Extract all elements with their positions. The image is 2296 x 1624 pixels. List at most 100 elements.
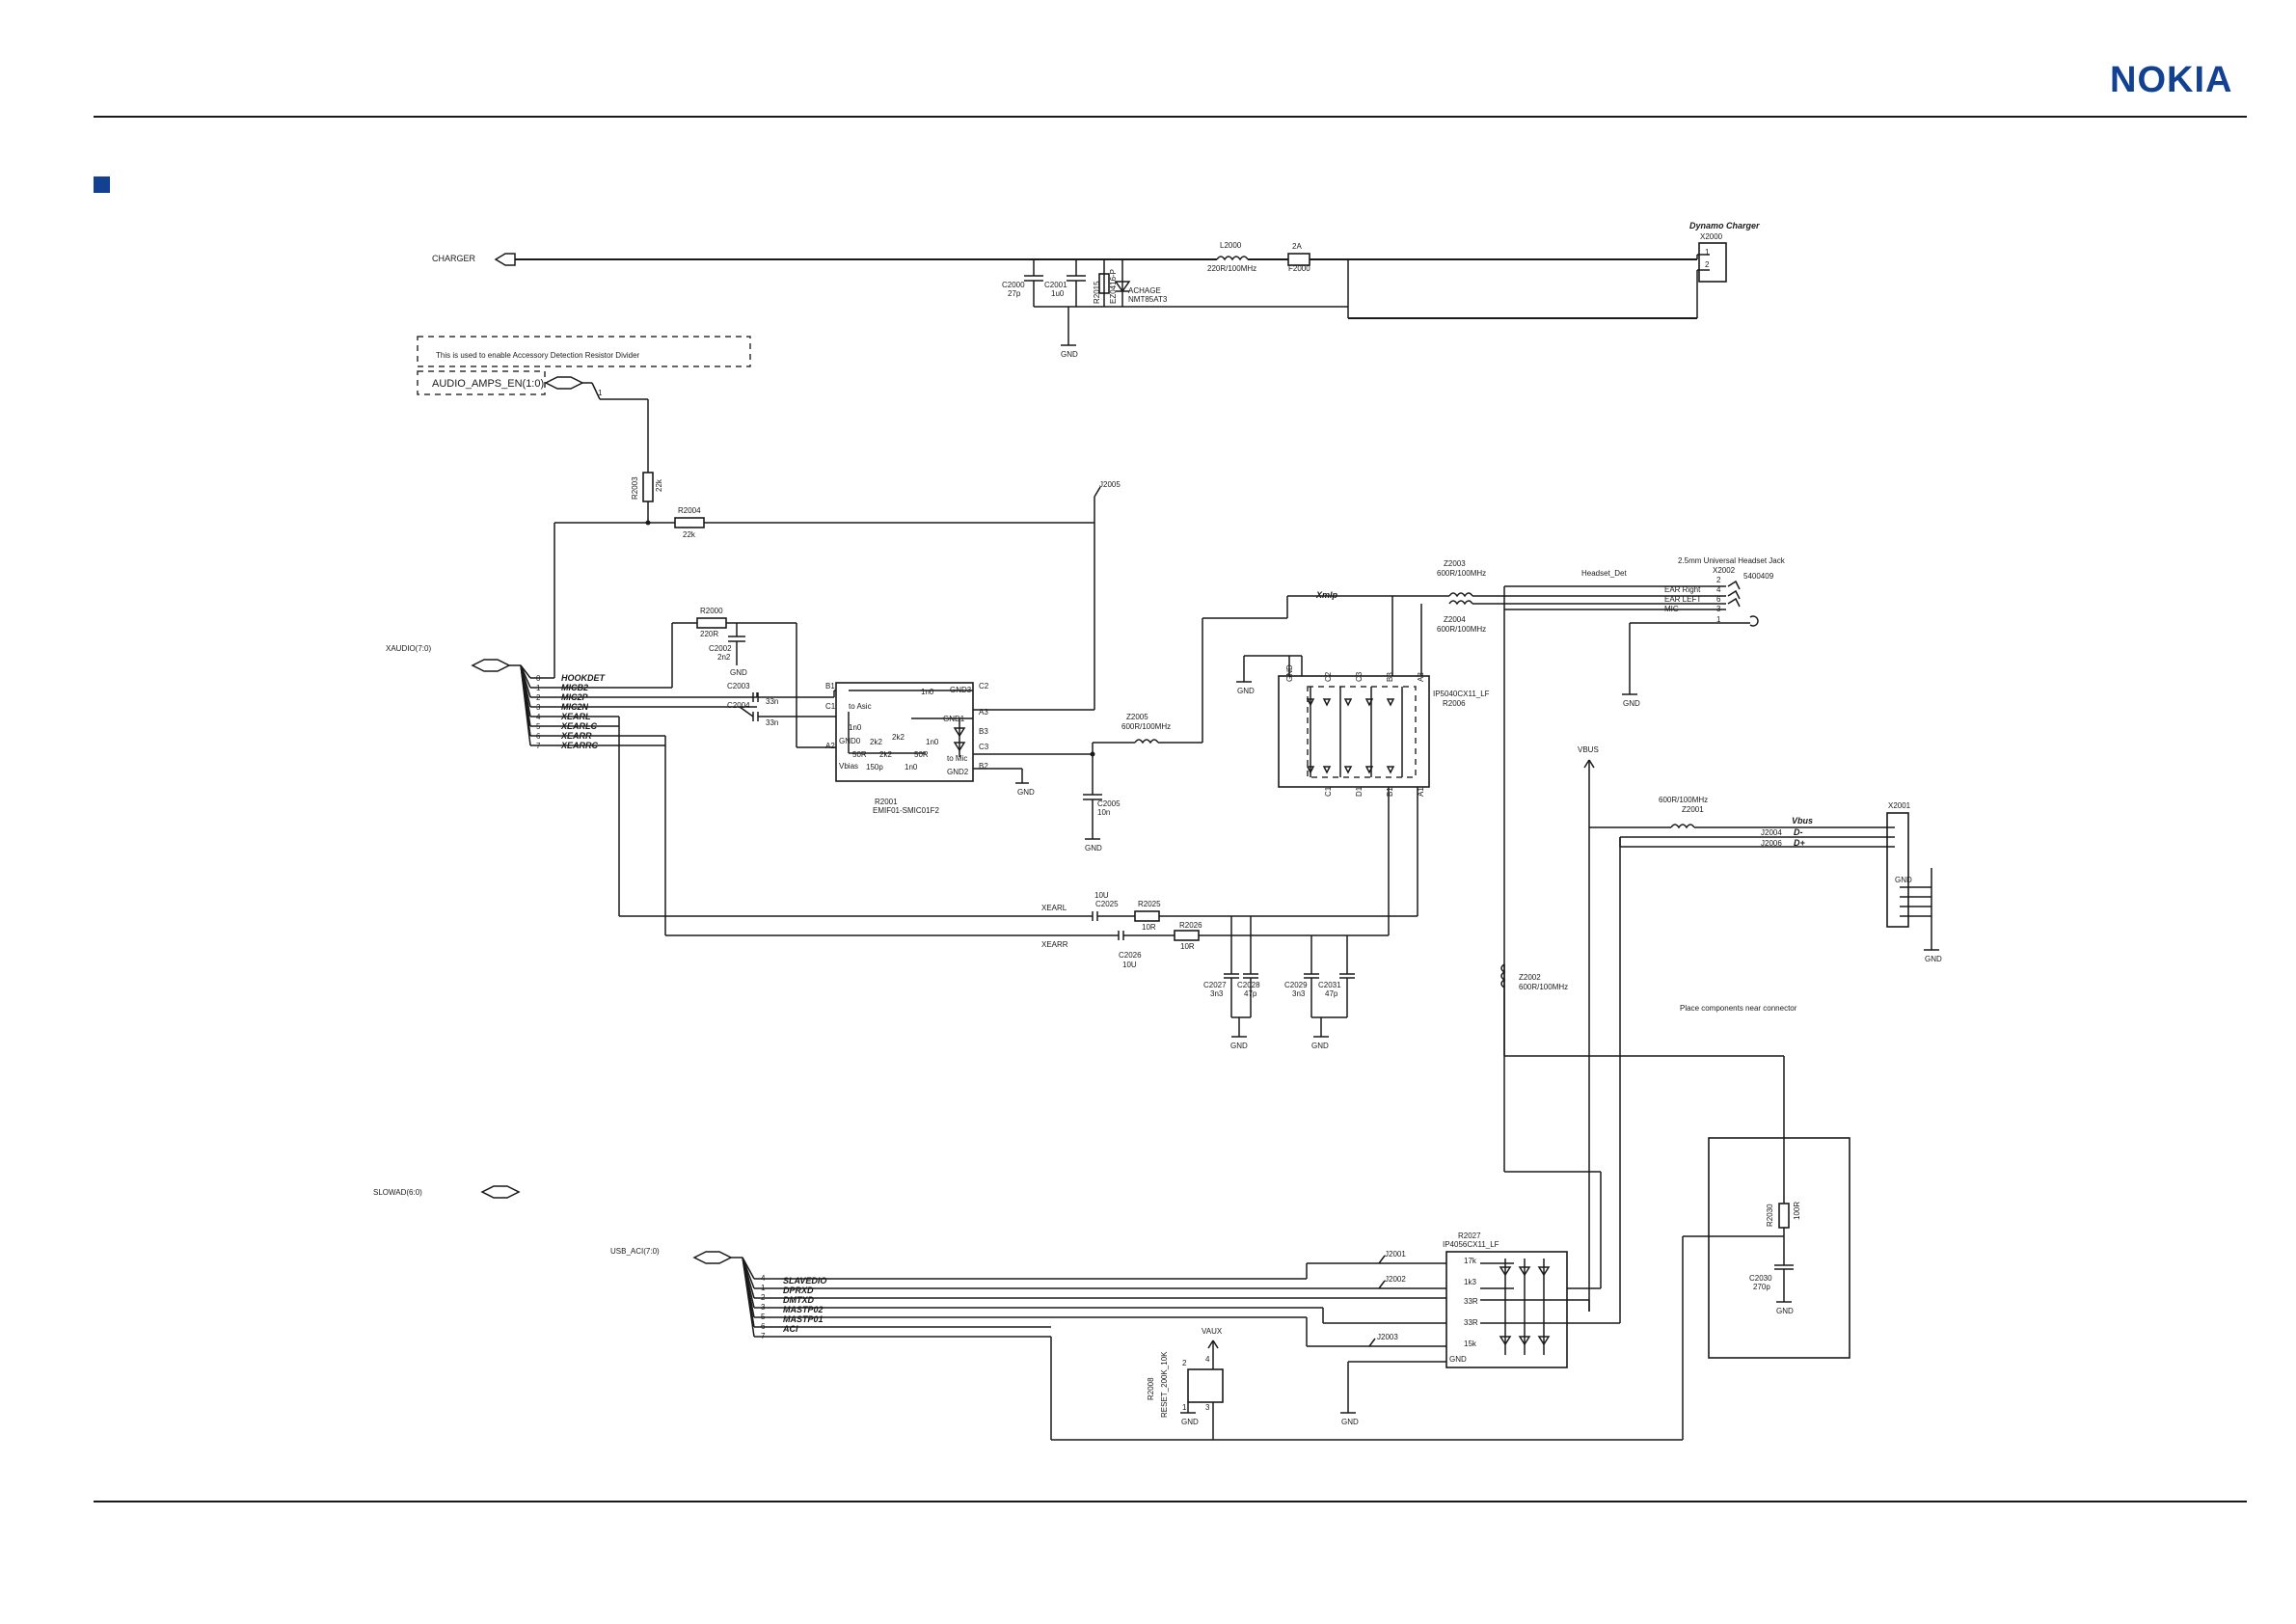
z2005-ferrite-icon — [1134, 739, 1159, 744]
c2001-val: 1u0 — [1051, 289, 1065, 298]
r2027-val: IP4056CX11_LF — [1443, 1240, 1499, 1249]
place-components-note: Place components near connector — [1680, 1004, 1797, 1013]
pin-label: C3 — [1355, 671, 1364, 682]
r2004-val: 22k — [683, 530, 696, 539]
gnd-label: GND — [1237, 687, 1255, 695]
j2001-ref: J2001 — [1385, 1250, 1406, 1259]
r2008-pin: 3 — [1205, 1403, 1210, 1412]
xaudio-port-icon — [471, 659, 511, 672]
c2003-val: 33n — [766, 697, 778, 706]
r2027-val: 17k — [1464, 1257, 1477, 1265]
x2002-pin: 4 — [1716, 585, 1721, 594]
z2002-ref: Z2002 — [1519, 973, 1541, 982]
j2005-ref: J2005 — [1099, 480, 1121, 489]
c2030-val: 270p — [1753, 1283, 1770, 1291]
r2026-resistor-icon — [1174, 930, 1200, 941]
r2000-resistor-icon — [696, 617, 727, 629]
gnd-label: GND — [1895, 876, 1912, 884]
r2015-resistor-icon — [1098, 273, 1110, 294]
esd-diode-icon — [1306, 698, 1395, 707]
pin-label: B2 — [979, 762, 988, 771]
xaudio-signal: HOOKDET — [561, 673, 607, 683]
r2015-val: EZ0416-P — [1109, 269, 1118, 304]
pin-label: A3 — [1417, 672, 1425, 682]
c2005-ref: C2005 — [1097, 799, 1121, 808]
r2000-val: 220R — [700, 630, 718, 638]
r2006-body — [1278, 675, 1430, 788]
z2002-ferrite-icon — [1500, 963, 1506, 988]
x2002-pin: 1 — [1716, 615, 1721, 624]
ear-right-label: EAR Right — [1664, 585, 1701, 594]
c2029-val: 3n3 — [1292, 989, 1306, 998]
pin-label: A3 — [979, 708, 988, 717]
vbus-label: VBUS — [1578, 745, 1599, 754]
gnd-label: GND — [1311, 1042, 1329, 1050]
j2006-ref: J2006 — [1761, 839, 1782, 848]
gnd-label: GND — [1061, 350, 1078, 359]
c2027-ref: C2027 — [1203, 981, 1227, 989]
x2002-code: 5400409 — [1743, 572, 1774, 581]
pin-label: Vbias — [839, 762, 858, 771]
l2000-inductor-icon — [1216, 256, 1249, 261]
z2001-val: 600R/100MHz — [1659, 796, 1708, 804]
usb-signal: MASTP02 — [783, 1305, 824, 1314]
usb-signal: DMTXD — [783, 1295, 814, 1305]
x2002-pin: 2 — [1716, 576, 1721, 584]
r2025-ref: R2025 — [1138, 900, 1161, 908]
r2008-ref: R2008 — [1147, 1377, 1155, 1400]
r2001-ref: R2001 — [875, 798, 898, 806]
r2008-pin: 4 — [1205, 1355, 1210, 1364]
r2008-resistor-icon — [1187, 1368, 1224, 1403]
pin-label: D1 — [1355, 786, 1364, 797]
vaux-arrow-icon — [1207, 1340, 1219, 1349]
f2000-val: 2A — [1292, 242, 1302, 251]
r2001-emif-chip: B1 C1 A2 C2 A3 B3 C3 B2 GND3 GND1 GND2 G… — [825, 682, 989, 815]
x2000-title: Dynamo Charger — [1689, 221, 1760, 230]
c2027-val: 3n3 — [1210, 989, 1224, 998]
gnd-label: GND — [1181, 1418, 1199, 1426]
v2000-val: NMT85AT3 — [1128, 295, 1168, 304]
gnd-label: GND — [1230, 1042, 1248, 1050]
usb-signal: MASTP01 — [783, 1314, 824, 1324]
r2027-val: 33R — [1464, 1297, 1478, 1306]
v2000-ref: ACHAGE — [1128, 286, 1161, 295]
note-text: This is used to enable Accessory Detecti… — [436, 351, 640, 360]
r2004-ref: R2004 — [678, 506, 701, 515]
xearr-label: XEARR — [1041, 940, 1068, 949]
headset-det-label: Headset_Det — [1581, 569, 1627, 578]
r2030-val: 100R — [1793, 1202, 1801, 1220]
r2006-val: IP5040CX11_LF — [1433, 690, 1490, 698]
esd-diode-icon — [1306, 766, 1395, 774]
c2004-ref: C2004 — [727, 701, 750, 710]
c2025-val: 10U — [1094, 891, 1109, 900]
z2001-ref: Z2001 — [1682, 805, 1704, 814]
xaudio-label: XAUDIO(7:0) — [386, 644, 431, 653]
x2000-ref: X2000 — [1700, 232, 1723, 241]
c2025-ref: C2025 — [1095, 900, 1119, 908]
jack-sleeve-icon — [1749, 615, 1759, 627]
pin-label: C3 — [979, 743, 989, 751]
r2001-val: 1n0 — [926, 738, 939, 746]
r2025-resistor-icon — [1134, 910, 1160, 922]
c2030-ref: C2030 — [1749, 1274, 1772, 1283]
r2008-pin: 1 — [1182, 1403, 1187, 1412]
usb-signal: DPRXD — [783, 1286, 814, 1295]
gnd-label: GND — [1925, 955, 1942, 963]
r2027-ref: R2027 — [1458, 1232, 1481, 1240]
c2002-ref: C2002 — [709, 644, 732, 653]
jack-contact-icon — [1727, 597, 1741, 608]
z2001-ferrite-icon — [1670, 824, 1695, 829]
r2003-resistor-icon — [642, 472, 654, 502]
pin-label: B3 — [979, 727, 988, 736]
l2000-ref: L2000 — [1220, 241, 1242, 250]
pin-label: B1 — [1386, 787, 1394, 797]
z2003-val: 600R/100MHz — [1437, 569, 1486, 578]
r2001-val: 50R — [852, 750, 867, 759]
z2005-val: 600R/100MHz — [1121, 722, 1171, 731]
to-asic-label: to Asic — [849, 702, 872, 711]
r2026-val: 10R — [1180, 942, 1195, 951]
r2008-pin: 2 — [1182, 1359, 1187, 1367]
r2001-val: 1n0 — [921, 688, 934, 696]
x2002-ref: X2002 — [1713, 566, 1736, 575]
slowad-port-icon — [480, 1185, 521, 1199]
